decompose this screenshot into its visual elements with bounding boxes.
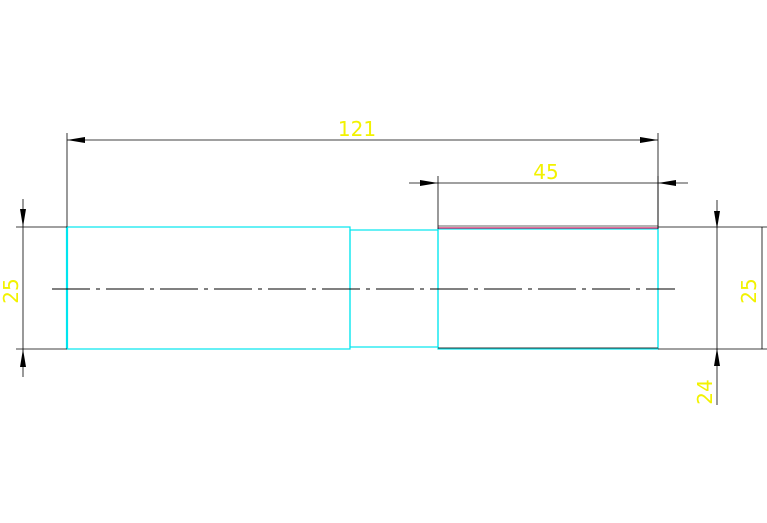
dimension-lower-right [714,200,720,405]
dimension-left-diameter [16,199,67,377]
dimension-overall-length [66,133,659,227]
left-shaft-section [66,226,351,350]
dimension-lower-right-text: 24 [693,379,717,404]
dimension-overall-length-text: 121 [338,117,376,141]
dimension-left-diameter-text: 25 [0,278,23,303]
shaft-outline [65,226,659,350]
dimension-right-section-length [409,176,688,229]
dimension-right-section-length-text: 45 [533,160,558,184]
dimension-right-diameter-text: 25 [737,278,761,303]
dimension-right-diameter [658,226,767,350]
